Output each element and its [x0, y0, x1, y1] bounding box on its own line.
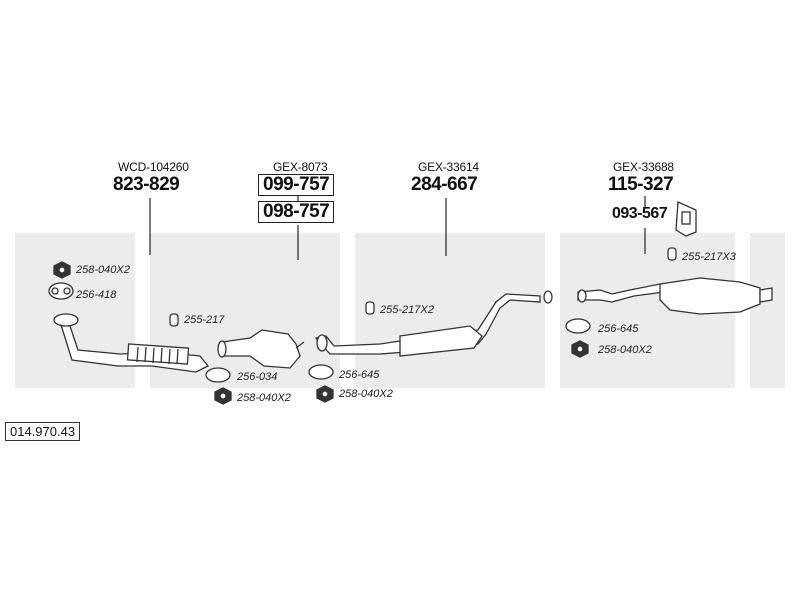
part-number: 099-757	[258, 174, 335, 196]
catalytic-converter	[217, 329, 305, 369]
gasket-icon	[308, 364, 334, 380]
part-code: GEX-33614	[418, 160, 479, 174]
gasket-icon	[48, 282, 74, 300]
middle-pipe	[314, 290, 553, 357]
part-label: 258-040X2	[598, 344, 652, 356]
nut-icon	[571, 340, 589, 358]
part-code: GEX-8073	[273, 160, 328, 174]
part-label: 258-040X2	[237, 392, 291, 404]
part-label: 258-040X2	[76, 264, 130, 276]
watermark-block	[750, 233, 785, 388]
front-pipe	[53, 313, 210, 373]
gasket-icon	[205, 367, 231, 383]
part-number: 284-667	[411, 174, 478, 195]
part-label: 255-217X2	[380, 304, 434, 316]
watermark-block	[355, 233, 545, 388]
nut-icon	[214, 387, 232, 405]
document-number: 014.970.43	[5, 422, 81, 441]
part-number: 823-829	[113, 174, 180, 195]
part-label: 256-645	[598, 323, 639, 335]
part-label: 258-040X2	[339, 388, 393, 400]
rubber-hanger-icon	[169, 313, 179, 327]
part-label: 255-217	[184, 314, 225, 326]
rubber-hanger-icon	[365, 301, 375, 315]
rubber-hanger-icon	[667, 247, 677, 261]
part-code: WCD-104260	[118, 160, 189, 174]
gasket-icon	[565, 318, 591, 334]
part-label: 256-034	[237, 371, 278, 383]
nut-icon	[53, 261, 71, 279]
rear-silencer	[577, 277, 773, 315]
part-number: 098-757	[258, 201, 335, 223]
part-label: 256-645	[339, 369, 380, 381]
hanger-bracket-icon	[675, 201, 697, 237]
part-number: 093-567	[612, 205, 668, 222]
nut-icon	[316, 385, 334, 403]
part-label: 256-418	[76, 289, 117, 301]
part-code: GEX-33688	[613, 160, 674, 174]
part-label: 255-217X3	[682, 251, 736, 263]
part-number: 115-327	[608, 174, 674, 195]
